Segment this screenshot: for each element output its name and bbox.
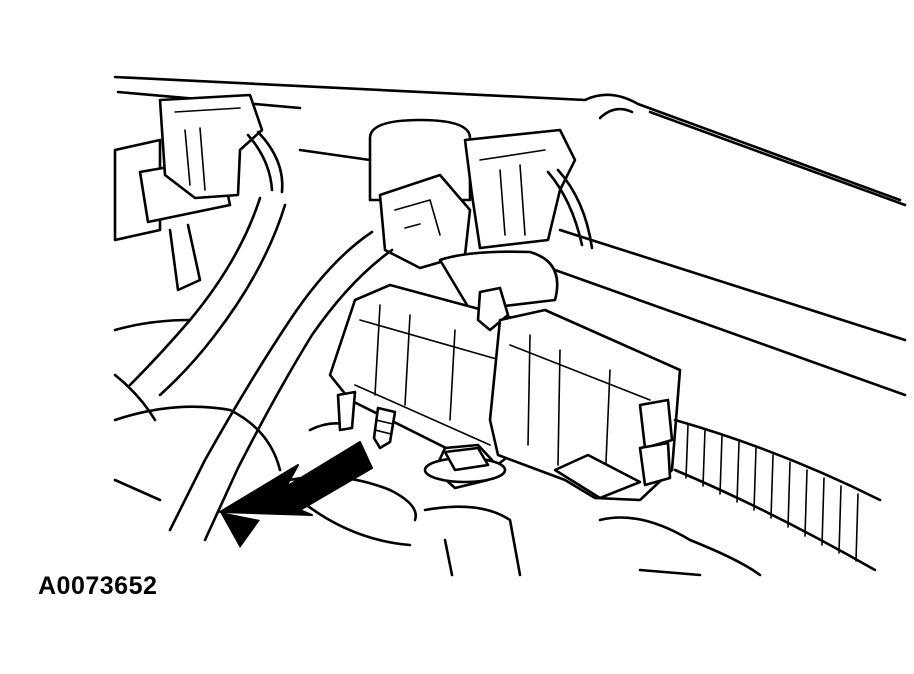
wiring-harness-conduit	[638, 398, 882, 572]
conduit-ribs	[685, 424, 859, 562]
fuel-injector-right	[463, 128, 594, 250]
fuel-injector-left	[113, 93, 284, 292]
fuel-injector-middle	[368, 118, 559, 312]
figure-id-label: A0073652	[38, 572, 158, 600]
sensor-module	[328, 283, 682, 502]
retaining-bolt	[423, 443, 507, 490]
arrow-icon	[219, 441, 373, 548]
intake-manifold	[113, 75, 907, 397]
sensor-tip	[336, 390, 397, 450]
